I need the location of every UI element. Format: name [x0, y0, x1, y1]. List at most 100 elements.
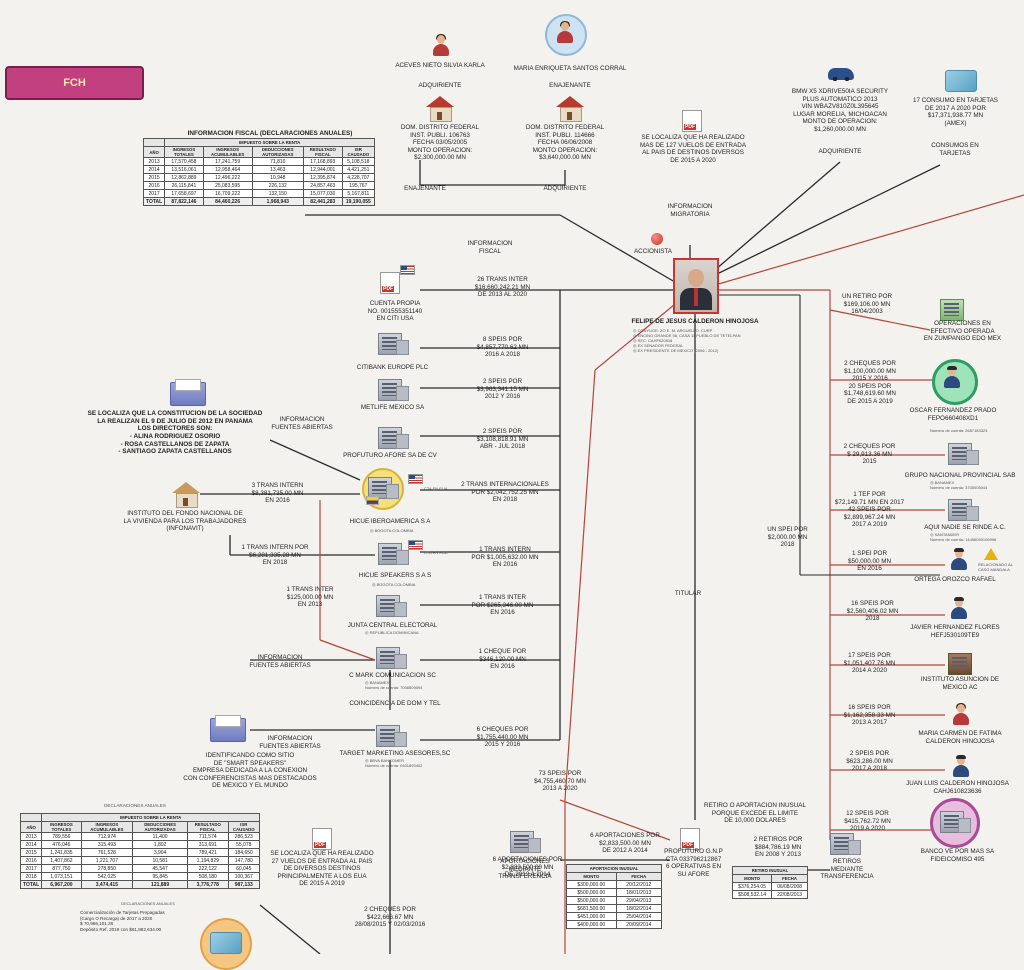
table-cell: 10,581 [132, 856, 189, 865]
shareholder-icon [651, 233, 663, 245]
aportaciones-node-name: APORTACIONES MEDIANTE TRANSFERENCIA [498, 858, 552, 881]
retiro-inusual-note: RETIRO O APORTACION INUSUAL PORQUE EXCED… [704, 802, 806, 825]
center-person-portrait[interactable] [673, 258, 719, 314]
left-edge-label: 1 CHEQUE POR $346,120.00 MN EN 2016 [478, 648, 527, 671]
table-cell: 711,574 [187, 832, 229, 841]
account-badge: CTA EN EUA [424, 486, 448, 491]
table-cell: 789,556 [41, 832, 82, 841]
left-edge-label: 2 SPEIS POR $3,963,341.15 MN 2012 Y 2016 [476, 378, 529, 401]
retiros-node-name: RETIROS MEDIANTE TRANSFERENCIA [820, 858, 874, 881]
table-cell: 2018 [19, 872, 43, 881]
table-header: DEDUCCIONES AUTORIZADAS [251, 146, 304, 158]
aportaciones-name: 6 APORTACIONES POR $2,833,500.00 MN DE 2… [492, 856, 563, 879]
open-sources-label: INFORMACION FUENTES ABIERTAS [271, 416, 333, 431]
table-cell: 1,241,835 [41, 848, 82, 857]
bank-building-icon [376, 592, 407, 617]
right-edge-label: UN RETIRO POR $169,106.00 MN 16/04/2003 [841, 293, 893, 316]
table-cell: 712,974 [80, 832, 134, 841]
table-cell: 2017 [142, 189, 166, 198]
table-cell: $300,000.00 [566, 880, 617, 889]
table-header: RESULTADO FISCAL [302, 146, 343, 158]
table-cell: $451,000.00 [566, 912, 617, 921]
table-cell: 1,221,707 [80, 856, 134, 865]
open-sources-label: INFORMACION FUENTES ABIERTAS [249, 654, 311, 669]
table-cell: 16,709,222 [202, 189, 253, 198]
table-cell: $400,000.00 [566, 920, 617, 929]
table-cell: $500,000.00 [566, 896, 617, 905]
infonavit-name: INSTITUTO DEL FONDO NACIONAL DE LA VIVIE… [123, 510, 247, 533]
cheques-bottom-label: 2 CHEQUES POR $422,666.67 MN 28/08/2015 … [354, 906, 426, 929]
aportaciones-edge-label: 6 APORTACIONES POR $2,833,500.00 MN DE 2… [590, 832, 660, 855]
car-details: BMW X5 XDRIVE50IA SECURITY PLUS AUTOMATI… [791, 88, 889, 133]
left-node-sub: ◎ BOGOTA COLOMBIA [372, 582, 416, 587]
credit-card-icon [210, 932, 242, 954]
open-sources-folder-icon [170, 379, 206, 406]
left-edge-label: 6 CHEQUES POR $1,755,440.00 MN 2015 Y 20… [476, 726, 529, 749]
left-node-sub: ◎ REPUBLICA DOMINICANA [365, 630, 419, 635]
table-cell: $376,254.05 [731, 882, 773, 891]
table-cell: 476,046 [41, 840, 82, 849]
right-edge-label: 2 CHEQUES POR $1,100,000.00 MN 2015 Y 20… [844, 360, 896, 405]
table-cell: 20/09/2014 [615, 920, 663, 929]
table-cell: 25,083,595 [202, 181, 253, 190]
house-icon [426, 96, 454, 122]
comercializacion-note: Comercialización de Tarjetas Prepagadas … [80, 910, 165, 933]
bank-building-icon [378, 540, 409, 565]
table-title: RETIRO INUSUAL [732, 866, 808, 875]
deed-role: ENAJENANTE [404, 185, 446, 192]
table-cell: 2013 [142, 157, 166, 166]
table-cell: 100,367 [227, 872, 261, 881]
table-cell: 278,850 [80, 864, 134, 873]
bank-building-icon [368, 474, 399, 499]
left-edge-label: 26 TRANS INTER $16,660,242.21 MN DE 2013… [474, 276, 531, 299]
open-sources-folder-icon [210, 715, 246, 742]
table-cell: 286,523 [227, 832, 261, 841]
right-node-name: OSCAR FERNANDEZ PRADO FEPO660408XD1 [909, 407, 997, 422]
table-cell: 20/12/2012 [615, 880, 663, 889]
table-cell: 4,421,251 [341, 165, 376, 174]
left-node-name: C MARK COMUNICACION SC [349, 672, 436, 679]
bank-building-icon [378, 376, 409, 401]
table-cell: 06/08/2008 [771, 882, 808, 891]
table-cell: 18/02/2014 [615, 904, 663, 913]
right-edge-label: 1 TEF POR $72,149.71 MN EN 2017 42 SPEIS… [834, 491, 905, 529]
coincidence-label: COINCIDENCIA DE DOM Y TEL [349, 700, 441, 707]
left-node-sub: ◎ BOGOTA COLOMBIA [370, 528, 414, 533]
right-node-name: JAVIER HERNANDEZ FLORES HEFJ530109TE9 [910, 624, 1000, 639]
bank-building-icon [830, 830, 861, 855]
table-title: APORTACION INUSUAL [566, 864, 662, 873]
person-icon [952, 703, 970, 726]
table-cell: 2016 [142, 181, 166, 190]
table-cell: 2016 [19, 856, 43, 865]
bank-building-icon [510, 828, 541, 853]
table-header [19, 813, 43, 822]
table-header: INGRESOS TOTALES [164, 146, 204, 158]
table-cell: 1,073,151 [41, 872, 82, 881]
open-sources-label: INFORMACION FUENTES ABIERTAS [259, 735, 321, 750]
left-node-name: TARGET MARKETING ASESORES,SC [339, 750, 451, 757]
table-header: INGRESOS ACUMULABLES [202, 146, 253, 158]
table-header: INGRESOS TOTALES [41, 821, 82, 833]
table-cell: $500,000.00 [566, 888, 617, 897]
colombia-flag-icon [366, 496, 379, 505]
left-edge-label: 1 TRANS INTERN POR $1,005,632.00 MN EN 2… [471, 546, 539, 569]
table-cell: 22/08/2013 [771, 890, 808, 899]
table-cell: 1,407,862 [41, 856, 82, 865]
table-cell: 226,132 [251, 181, 304, 190]
house-icon [556, 96, 584, 122]
table-header: ISR CAUSADO [227, 821, 261, 833]
right-edge-label: 2 SPEIS POR $623,286.00 MN 2017 A 2018 [846, 750, 893, 773]
speis-73-label: 73 SPEIS POR $4,755,460.70 MN 2013 A 202… [534, 770, 586, 793]
